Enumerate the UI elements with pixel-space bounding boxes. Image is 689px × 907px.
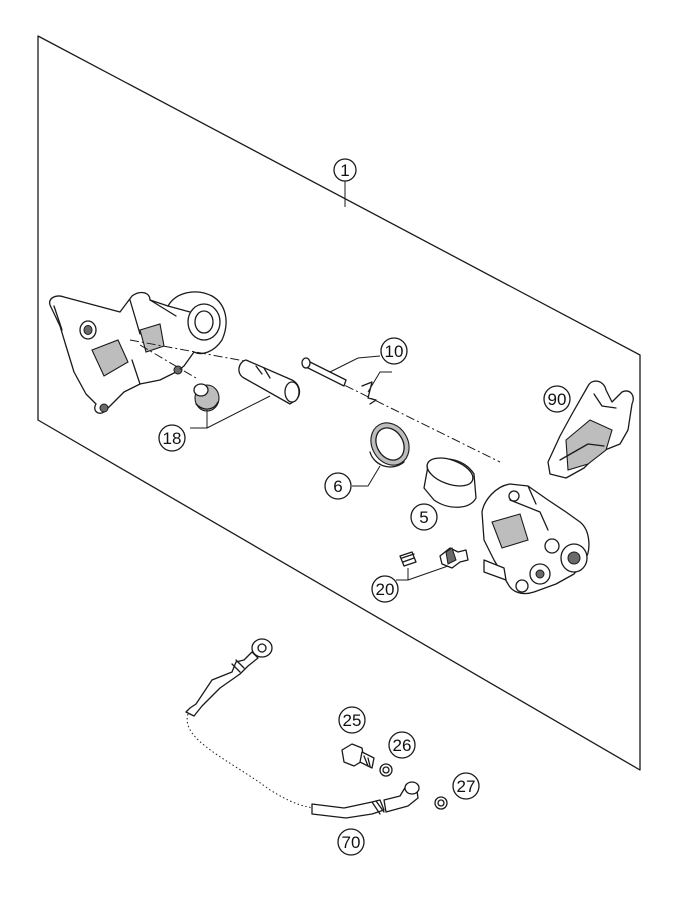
callout-10-label: 10 bbox=[385, 342, 404, 361]
callout-26-label: 26 bbox=[393, 736, 412, 755]
callout-18-label: 18 bbox=[163, 429, 182, 448]
piston bbox=[423, 457, 477, 508]
callout-6[interactable]: 6 bbox=[324, 472, 352, 500]
callout-10[interactable]: 10 bbox=[380, 337, 408, 365]
callout-1[interactable]: 1 bbox=[333, 158, 357, 182]
slide-pin bbox=[238, 359, 301, 405]
bleeder-cap bbox=[399, 551, 417, 567]
spring-clip bbox=[361, 381, 377, 405]
caliper-housing bbox=[481, 483, 590, 595]
callout-90[interactable]: 90 bbox=[543, 385, 571, 413]
callout-27-label: 27 bbox=[457, 777, 476, 796]
bleeder-screw bbox=[439, 547, 469, 569]
callout-6-label: 6 bbox=[333, 477, 342, 496]
rubber-boot bbox=[193, 383, 220, 412]
assembly-boundary bbox=[37, 35, 641, 771]
callout-90-label: 90 bbox=[548, 390, 567, 409]
callout-25[interactable]: 25 bbox=[338, 706, 366, 734]
leader-10 bbox=[329, 355, 392, 393]
leader-20 bbox=[396, 565, 449, 581]
callout-18[interactable]: 18 bbox=[158, 424, 186, 452]
leader-18 bbox=[190, 395, 271, 429]
seal-ring bbox=[369, 422, 410, 468]
callout-26[interactable]: 26 bbox=[388, 731, 416, 759]
callout-20-label: 20 bbox=[376, 580, 395, 599]
washer-26 bbox=[379, 763, 393, 777]
callout-27[interactable]: 27 bbox=[452, 772, 480, 800]
pad-pin bbox=[301, 357, 347, 387]
brake-pads bbox=[547, 380, 634, 479]
callout-20[interactable]: 20 bbox=[371, 575, 399, 603]
callout-70-label: 70 bbox=[342, 833, 361, 852]
callout-70[interactable]: 70 bbox=[337, 828, 365, 856]
axis-line-pad bbox=[139, 344, 197, 379]
banjo-bolt bbox=[341, 743, 375, 769]
washer-27 bbox=[434, 796, 448, 810]
callout-25-label: 25 bbox=[343, 711, 362, 730]
callout-5-label: 5 bbox=[419, 508, 428, 527]
leader-6 bbox=[352, 465, 381, 487]
axis-line-main bbox=[329, 377, 501, 463]
axis-line-pins bbox=[129, 339, 251, 363]
callout-5[interactable]: 5 bbox=[410, 503, 438, 531]
callout-1-label: 1 bbox=[340, 161, 349, 180]
brake-hose bbox=[185, 638, 420, 819]
caliper-bracket bbox=[49, 291, 227, 414]
